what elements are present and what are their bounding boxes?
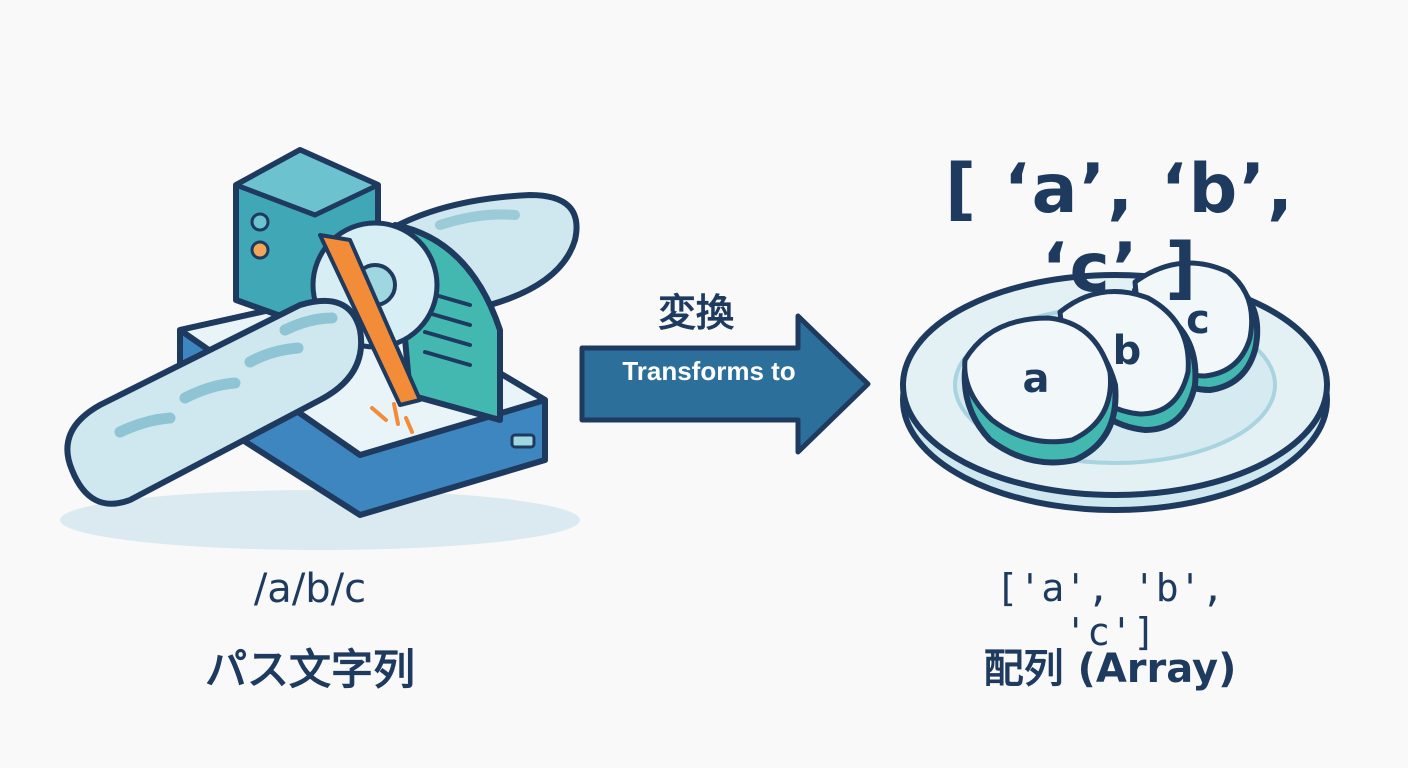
slicer-button-light (510, 433, 536, 449)
slice-label-c: c (1186, 297, 1210, 343)
output-description: 配列 (Array) (983, 646, 1237, 692)
slicer-housing-top (233, 147, 381, 218)
slice-label-a: a (1023, 356, 1050, 402)
blade-edge (318, 233, 422, 407)
slicer-illustration (60, 147, 580, 550)
knob-2 (250, 240, 270, 260)
baguette-score (435, 209, 520, 230)
arrow-label-en: Transforms to (622, 356, 796, 386)
baguette-scores (114, 312, 338, 438)
output-array-text: ['a', 'b', 'c'] (995, 566, 1225, 654)
spark-lines (370, 402, 414, 434)
input-description: パス文字列 (204, 645, 415, 694)
transform-arrow (579, 313, 871, 455)
input-path-text: /a/b/c (253, 566, 367, 612)
array-heading: [ ‘a’, ‘b’, ‘c’ ] (945, 150, 1295, 308)
arrow-shape (579, 313, 871, 455)
arrow-label-jp: 変換 (657, 291, 734, 335)
ground-shadow (60, 490, 580, 550)
slice-label-b: b (1113, 328, 1142, 374)
knob-1 (250, 212, 270, 232)
slice-a (961, 315, 1119, 466)
plate-illustration (900, 260, 1330, 513)
